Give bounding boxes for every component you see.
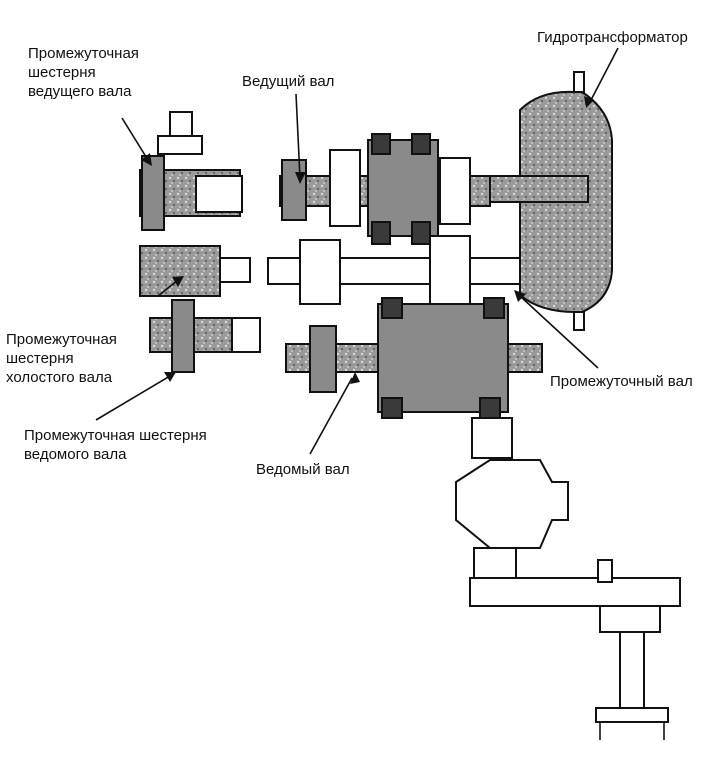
- label-output-idler-line1: Промежуточная шестерня: [24, 427, 207, 444]
- output-shaft: [285, 297, 543, 419]
- torque-converter: [477, 71, 613, 331]
- label-input-shaft: Ведущий вал: [242, 73, 335, 90]
- label-input-idler-line3: ведущего вала: [28, 83, 132, 100]
- leader-intermediate: [519, 295, 599, 369]
- label-input-idler-line1: Промежуточная: [28, 45, 139, 62]
- left-gear-cluster: [139, 111, 261, 373]
- label-output-shaft: Ведомый вал: [256, 461, 350, 478]
- label-intermediate-shaft: Промежуточный вал: [550, 373, 693, 390]
- label-input-idler-line2: шестерня: [28, 64, 96, 81]
- label-converter: Гидротрансформатор: [537, 29, 688, 46]
- intermediate-shaft: [267, 235, 521, 307]
- leader-input-idler: [121, 117, 149, 161]
- label-output-idler: Промежуточная шестерня ведомого вала: [24, 426, 207, 464]
- leader-output-idler: [95, 375, 171, 421]
- leader-input-shaft: [295, 93, 301, 179]
- label-idle-idler-line1: Промежуточная: [6, 331, 117, 348]
- label-idle-idler: Промежуточная шестерня холостого вала: [6, 330, 117, 387]
- leader-output-shaft: [309, 377, 353, 455]
- leader-converter: [589, 47, 619, 103]
- label-idle-idler-line2: шестерня: [6, 350, 74, 367]
- label-input-idler: Промежуточная шестерня ведущего вала: [28, 44, 139, 101]
- differential: [455, 417, 681, 740]
- input-shaft: [279, 133, 491, 245]
- label-idle-idler-line3: холостого вала: [6, 369, 113, 386]
- label-output-idler-line2: ведомого вала: [24, 446, 127, 463]
- leader-lines: [95, 47, 619, 455]
- leader-idle-idler: [157, 279, 179, 297]
